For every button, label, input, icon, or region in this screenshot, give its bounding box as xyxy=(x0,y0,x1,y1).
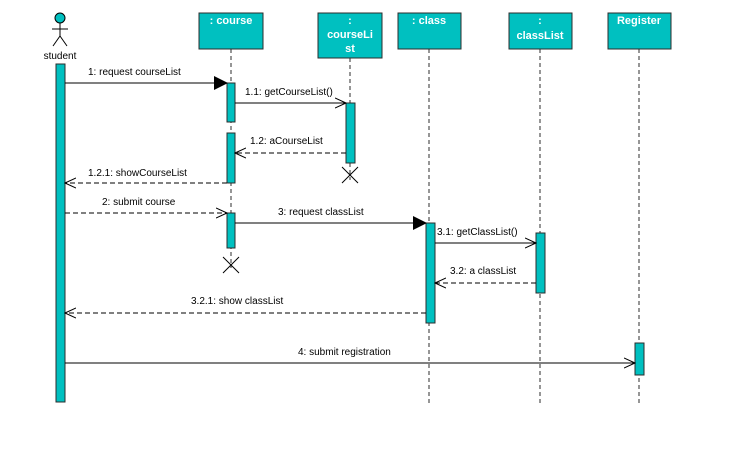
actor-label: student xyxy=(44,51,77,62)
activation-bar-courselist xyxy=(345,102,356,164)
activation-bar-course-2 xyxy=(226,132,236,184)
stick-figure-icon xyxy=(52,12,68,47)
message-1-2-1: 1.2.1: showCourseList xyxy=(65,168,227,183)
lifeline-header-course: : course xyxy=(198,12,264,50)
message-3-2-1: 3.2.1: show classList xyxy=(65,296,426,313)
message-label: 1.2: aCourseList xyxy=(250,136,323,147)
lifeline-label: : class xyxy=(412,15,446,27)
lifeline-header-register: Register xyxy=(607,12,672,50)
activation-bar-course-1 xyxy=(226,82,236,123)
activation-bar-classlist xyxy=(535,232,546,294)
lifeline-label: classList xyxy=(516,30,563,42)
destroy-x-icon-course xyxy=(222,256,240,274)
message-3: 3: request classList xyxy=(235,207,427,230)
message-1: 1: request courseList xyxy=(65,67,228,90)
message-2: 2: submit course xyxy=(65,197,227,213)
activation-bar-class xyxy=(425,222,436,324)
activation-bar-student xyxy=(55,63,66,403)
activation-bar-course-3 xyxy=(226,212,236,249)
lifeline-header-classlist: : classList xyxy=(508,12,573,50)
lifeline-label: : xyxy=(348,15,352,27)
message-label: 1.1: getCourseList() xyxy=(245,87,333,98)
message-4: 4: submit registration xyxy=(65,347,635,363)
lifeline-label: : xyxy=(538,15,542,27)
message-label: 3: request classList xyxy=(278,207,364,218)
lifeline-label: : course xyxy=(210,15,253,27)
message-label: 3.2: a classList xyxy=(450,266,516,277)
message-1-2: 1.2: aCourseList xyxy=(235,136,346,153)
actor-student: student xyxy=(44,12,77,62)
message-label: 1: request courseList xyxy=(88,67,181,78)
lifeline-header-class: : class xyxy=(397,12,462,50)
message-label: 2: submit course xyxy=(102,197,176,208)
message-label: 1.2.1: showCourseList xyxy=(88,168,187,179)
message-3-1: 3.1: getClassList() xyxy=(435,227,536,243)
message-3-2: 3.2: a classList xyxy=(435,266,536,283)
lifeline-label: courseLi xyxy=(327,29,373,41)
destroy-x-icon-courselist xyxy=(341,166,359,184)
message-label: 3.2.1: show classList xyxy=(191,296,283,307)
lifeline-label: st xyxy=(345,43,355,55)
lifeline-label: Register xyxy=(617,15,662,27)
message-1-1: 1.1: getCourseList() xyxy=(235,87,346,103)
message-label: 3.1: getClassList() xyxy=(437,227,518,238)
activation-bar-register xyxy=(634,342,645,376)
lifeline-header-courselist: : courseLi st xyxy=(317,12,383,59)
message-label: 4: submit registration xyxy=(298,347,391,358)
